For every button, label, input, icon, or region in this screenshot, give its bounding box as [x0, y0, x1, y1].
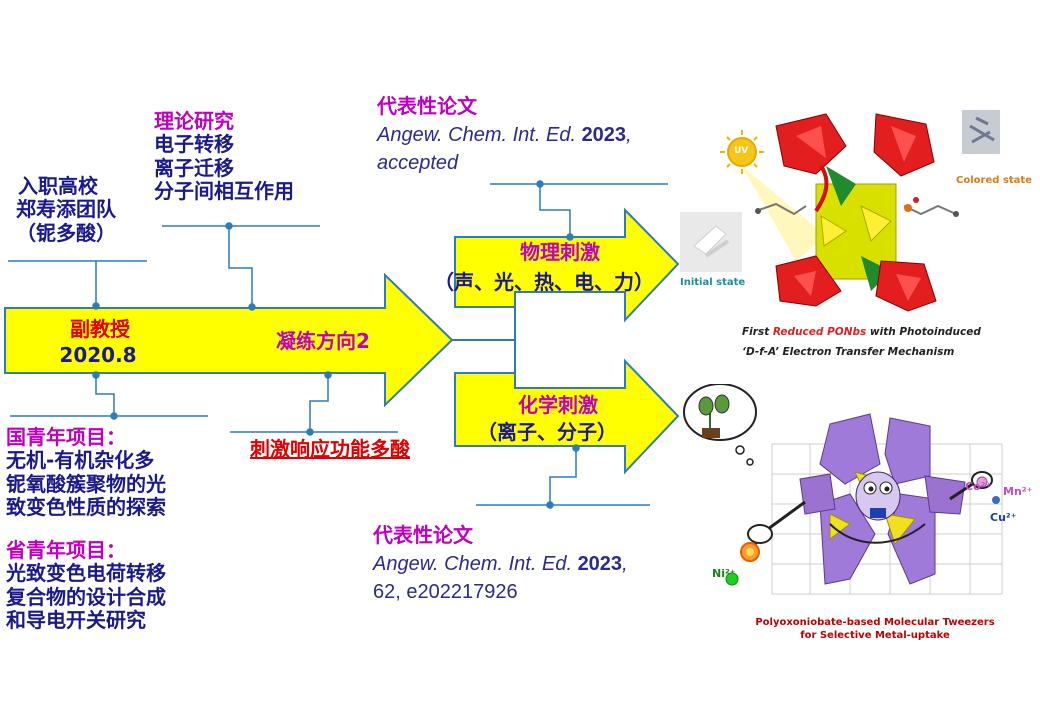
figure1-caption-line1: First Reduced PONbs with Photoinduced [742, 326, 981, 338]
paper1-comma: , [626, 124, 632, 146]
provincial-project: 省青年项目： 光致变色电荷转移 复合物的设计合成 和导电开关研究 [6, 538, 166, 633]
connector-theory [162, 222, 320, 311]
paper1-year: 2023 [581, 124, 627, 146]
paper2-journal: Angew. Chem. Int. Ed. [373, 553, 572, 575]
connector-paper2 [476, 444, 650, 509]
paper2-heading: 代表性论文 [373, 523, 473, 547]
left-top-line2: 郑寿添团队 [16, 197, 116, 222]
chemical-arrow [454, 358, 680, 475]
paper1-citation: Angew. Chem. Int. Ed. 2023, accepted [377, 121, 632, 177]
paper2-citation: Angew. Chem. Int. Ed. 2023, 62, e2022179… [373, 550, 628, 606]
metal-ions [725, 476, 1000, 586]
direction-label: 凝练方向2 [276, 329, 370, 353]
figure2-caption-line2: for Selective Metal-uptake [800, 630, 950, 641]
national-line2: 铌氧酸簇聚物的光 [6, 471, 166, 496]
provincial-title: 省青年项目： [6, 538, 126, 562]
connector-paper1 [490, 180, 668, 241]
theory-line3: 分子间相互作用 [154, 179, 294, 204]
figure1-illustration [680, 110, 1000, 312]
theory-line2: 离子迁移 [154, 155, 234, 180]
figure2-caption-line1: Polyoxoniobate-based Molecular Tweezers [755, 617, 995, 628]
ion-ni-label: Ni²⁺ [712, 567, 736, 580]
thought-bubble-plant [683, 384, 757, 466]
initial-state-label: Initial state [680, 277, 746, 288]
provincial-line1: 光致变色电荷转移 [6, 561, 166, 586]
provincial-line2: 复合物的设计合成 [6, 584, 166, 609]
figure1-caption-part2: with Photoinduced [866, 326, 981, 338]
chemical-title: 化学刺激 [518, 393, 598, 417]
figure1-caption-highlight: Reduced PONbs [772, 326, 867, 338]
colored-state-label: Colored state [956, 175, 1032, 186]
national-line1: 无机-有机杂化多 [6, 448, 155, 473]
uv-sun-icon [720, 130, 764, 174]
ion-cu-label: Cu²⁺ [990, 511, 1017, 524]
paper2-comma: , [622, 553, 628, 575]
left-top-line3: （铌多酸） [16, 220, 116, 245]
figure2-illustration [683, 384, 1003, 595]
branch-bracket [452, 307, 516, 373]
uv-beam [742, 166, 826, 261]
national-title: 国青年项目： [6, 425, 126, 449]
connector-national [10, 371, 208, 420]
theory-line1: 电子转移 [154, 132, 234, 157]
paper1-status: accepted [377, 152, 459, 174]
paper1-heading: 代表性论文 [377, 94, 477, 118]
national-line3: 致变色性质的探索 [6, 495, 166, 520]
paper2-year: 2023 [577, 553, 623, 575]
tweezer-arms [747, 471, 993, 545]
ion-co-label: Co²⁺ [965, 480, 992, 493]
chemical-detail: （离子、分子） [477, 420, 617, 444]
theory-block: 理论研究 电子转移 离子迁移 分子间相互作用 [154, 109, 294, 204]
main-arrow [4, 272, 454, 408]
theory-title: 理论研究 [154, 109, 234, 133]
polyoxoniobate-cluster [755, 113, 959, 312]
left-top-line1: 入职高校 [18, 174, 98, 198]
connector-left-top [8, 260, 147, 310]
physical-detail: （声、光、热、电、力） [434, 270, 654, 294]
role-label: 副教授 [70, 317, 130, 341]
paper1-journal: Angew. Chem. Int. Ed. [377, 124, 576, 146]
connector-stimuli [230, 371, 398, 436]
left-top-block: 入职高校 郑寿添团队 （铌多酸） [16, 174, 116, 245]
figure1-caption-part1: First [742, 326, 773, 338]
purple-cluster [799, 413, 966, 585]
paper2-volume: 62, e202217926 [373, 581, 518, 603]
stimuli-label: 刺激响应功能多酸 [250, 437, 410, 461]
figure2-caption: Polyoxoniobate-based Molecular Tweezers … [745, 616, 1005, 642]
physical-title: 物理刺激 [520, 240, 600, 264]
ion-mn-label: Mn²⁺ [1003, 485, 1033, 498]
physical-arrow [454, 207, 680, 323]
national-project: 国青年项目： 无机-有机杂化多 铌氧酸簇聚物的光 致变色性质的探索 [6, 425, 166, 520]
figure1-caption-line2: ‘D-f-A’ Electron Transfer Mechanism [742, 346, 955, 358]
provincial-line3: 和导电开关研究 [6, 608, 146, 633]
uv-label: UV [734, 146, 749, 156]
role-date: 2020.8 [59, 343, 137, 367]
